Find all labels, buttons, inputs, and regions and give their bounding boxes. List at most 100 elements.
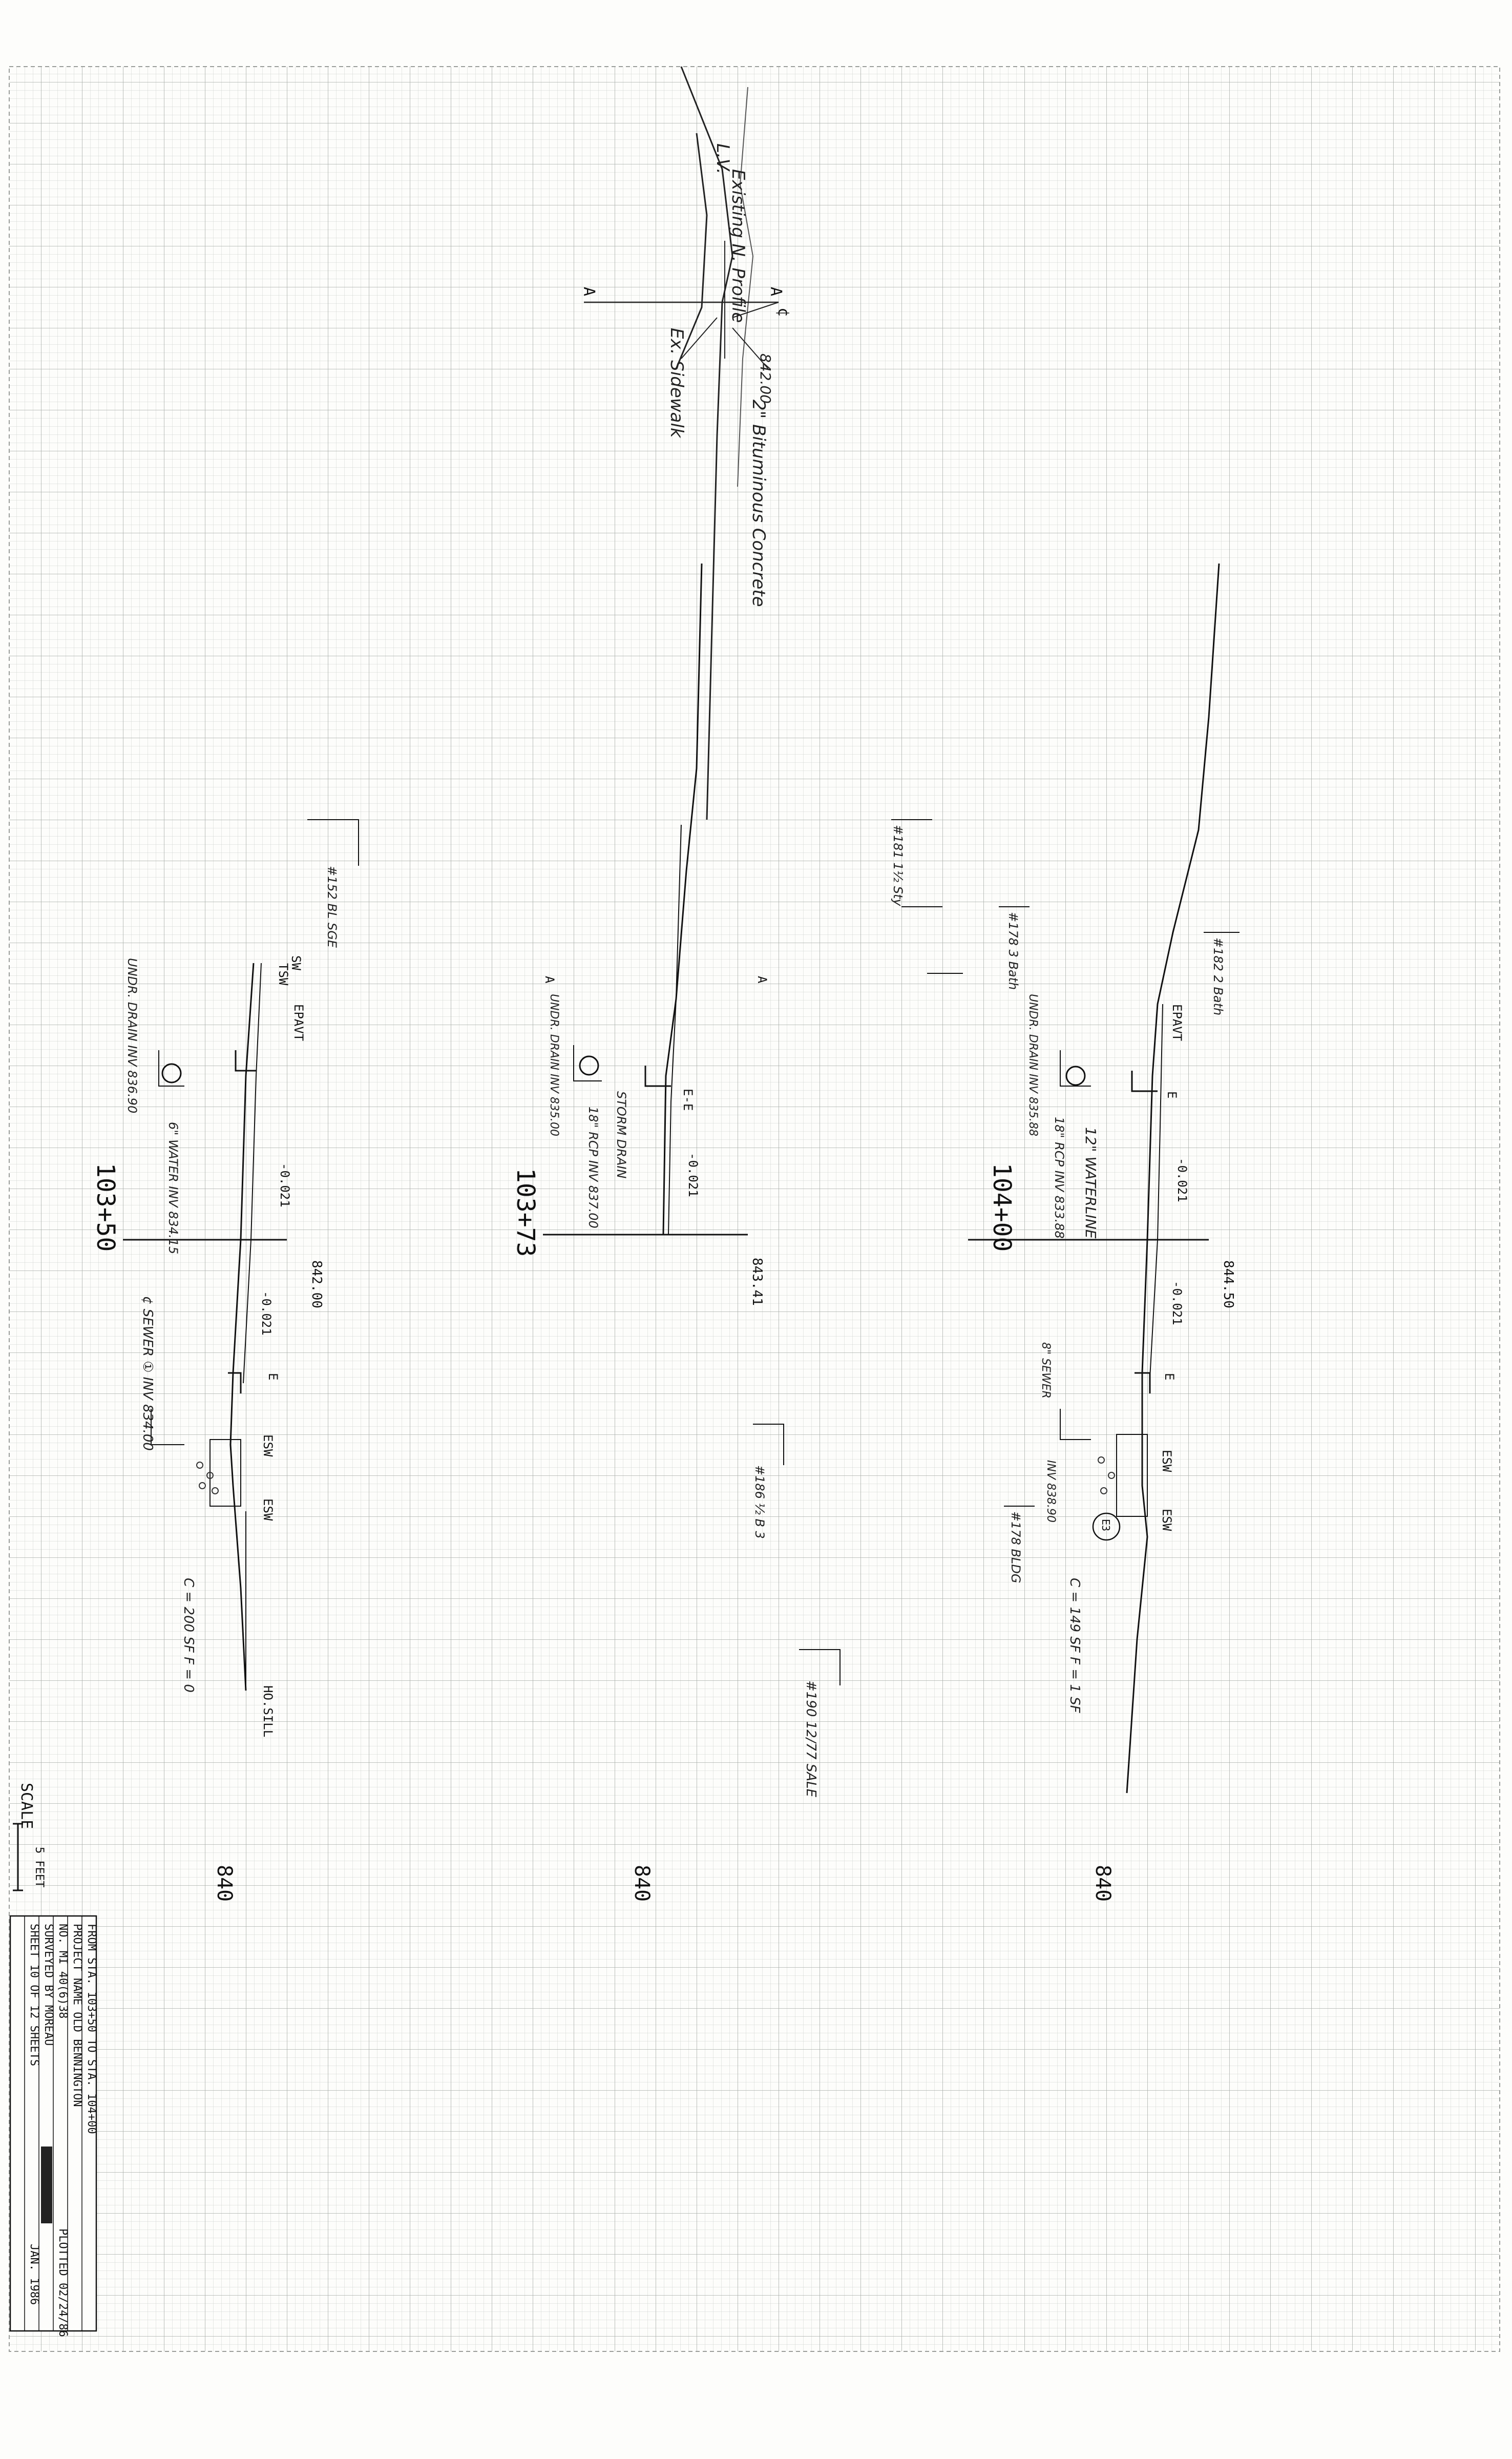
esw-label-2-103-50: ESW	[261, 1498, 275, 1521]
station-label-103-73: 103+73	[511, 1168, 540, 1257]
section-104-00: E3 104+00 844.50 -0.021 -0.021 840 EPAVT…	[901, 563, 1240, 1902]
profile-label-a1: A	[580, 287, 598, 296]
underdrain-note-103-73: UNDR. DRAIN INV 835.00	[548, 994, 560, 1136]
curb-right-103-50	[228, 1372, 242, 1393]
profile-label-cl: ¢	[774, 307, 792, 317]
e-label-103-50: E	[266, 1373, 280, 1380]
profile-existing-line	[737, 87, 754, 487]
center-elev-104-00: 844.50	[1221, 1260, 1236, 1308]
center-elev-103-50: 842.00	[309, 1260, 324, 1308]
title-sheet: SHEET 10 OF 12 SHEETS	[28, 1924, 40, 2066]
building-marker-103-73-c	[753, 1424, 784, 1465]
stone-marks-103-50	[196, 1462, 219, 1494]
profile-existing-label: Existing N. Profile	[728, 169, 748, 323]
profile-arrow-1	[732, 302, 779, 318]
title-surveyed: SURVEYED BY MOREAU	[42, 1924, 55, 2046]
pipe-note-104-00: 18" RCP INV 833.88	[1052, 1117, 1066, 1239]
title-project-name: PROJECT NAME OLD BENNINGTON	[71, 1924, 83, 2107]
circle-label-104-00: E3	[1100, 1519, 1112, 1531]
section-103-50: 103+50 842.00 -0.021 -0.021 840 EPAVT E …	[91, 819, 359, 1902]
water-note-104-00: 12" WATERLINE	[1082, 1127, 1099, 1239]
sewer-note-104-00: 8" SEWER	[1039, 1342, 1052, 1399]
profile-arrow-3	[681, 317, 718, 359]
sewer-note-103-50: ¢ SEWER ① INV 834.00	[140, 1296, 155, 1451]
title-project-no: NO. MI 40(6)38	[56, 1924, 69, 2018]
profile-arrow-2	[732, 327, 769, 369]
sewer-box-103-50	[151, 1409, 184, 1445]
center-elev-103-73: 843.41	[749, 1258, 765, 1306]
section-103-73: 103+73 843.41 -0.021 840 E-E A A UNDR. D…	[511, 563, 963, 1902]
esw-label-2-104-00: ESW	[1160, 1509, 1174, 1531]
sewer-box-104-00	[1060, 1409, 1091, 1440]
ground-line-103-73	[662, 563, 703, 1235]
e-label-2-104-00: E	[1162, 1373, 1177, 1380]
sw-label-103-50: SW	[289, 955, 303, 970]
pavement-line-103-73	[668, 824, 682, 1235]
grid-elev-103-73: 840	[630, 1865, 654, 1902]
underdrain-box-103-50	[158, 1050, 184, 1087]
pavement-line-104-00	[1149, 1004, 1163, 1379]
pavement-line-103-50	[243, 963, 262, 1384]
pipe-circle-104-00	[1065, 1066, 1086, 1086]
ground-line-104-00	[1126, 563, 1220, 1794]
title-from-sta: FROM STA. 103+50 TO STA. 104+00	[85, 1924, 98, 2134]
epavt-label-104-00: EPAVT	[1170, 1004, 1184, 1041]
profile-label-a2: A	[767, 287, 785, 296]
underdrain-box-103-73	[573, 1045, 602, 1081]
pipe-circle-103-73	[579, 1055, 599, 1076]
station-label-104-00: 104+00	[988, 1163, 1016, 1252]
slope-left-104-00: -0.021	[1175, 1158, 1189, 1202]
ground-line-103-50	[229, 963, 255, 1691]
bldg-note-2-103-73: #186 ½ B 3	[752, 1465, 767, 1539]
grid-elev-103-50: 840	[213, 1865, 236, 1902]
profile-sketch	[584, 66, 779, 820]
profile-bituminous-label: 2" Bituminous Concrete	[748, 400, 769, 607]
bldg-note-3-103-73: #190 12/77 SALE	[803, 1680, 818, 1798]
epavt-label-103-50: EPAVT	[291, 1004, 306, 1041]
a-label-2-103-73: A	[755, 976, 769, 984]
e-label-1-104-00: E	[1165, 1091, 1179, 1098]
storm-note-103-73: STORM DRAIN	[614, 1091, 628, 1178]
curb-left-103-50	[235, 1050, 256, 1072]
slope-right-103-50: -0.021	[259, 1291, 274, 1336]
slope-left-103-50: -0.021	[278, 1163, 292, 1207]
underdrain-note-103-50: UNDR. DRAIN INV 836.90	[125, 958, 139, 1113]
grid-paper	[9, 67, 1500, 2351]
tsw-label-103-50: TSW	[276, 963, 290, 986]
stone-marks-104-00	[1098, 1456, 1115, 1494]
esw-label-1-103-50: ESW	[261, 1434, 275, 1457]
bldg-note-103-50: #152 BL SGE	[325, 866, 339, 948]
slope-left-103-73: -0.021	[686, 1153, 700, 1197]
building-marker-103-50	[307, 819, 359, 866]
profile-sidewalk-label: Ex. Sidewalk	[666, 328, 687, 439]
scale-label: SCALE	[17, 1783, 35, 1829]
bldg-note-1-103-73: #181 1½ Sty	[891, 825, 905, 906]
underdrain-note-104-00: UNDR. DRAIN INV 835.88	[1026, 994, 1039, 1136]
cf-note-103-50: C = 200 SF F = 0	[181, 1578, 196, 1693]
title-block	[9, 1915, 97, 2332]
esw-label-1-104-00: ESW	[1160, 1450, 1174, 1472]
pipe-circle-103-50	[161, 1063, 182, 1083]
scale-value: 5 FEET	[33, 1847, 46, 1887]
profile-station-label: 842.00	[757, 353, 774, 404]
circle-marker-104-00	[1092, 1512, 1121, 1541]
inv-note-104-00: INV 838.90	[1044, 1460, 1057, 1523]
grid-elev-104-00: 840	[1091, 1865, 1115, 1902]
profile-line-upper	[680, 66, 733, 820]
water-note-103-73: 18" RCP INV 837.00	[586, 1107, 600, 1228]
slope-right-104-00: -0.021	[1170, 1281, 1184, 1325]
building-marker-103-73-d	[799, 1649, 841, 1685]
underdrain-box-104-00	[1060, 1050, 1091, 1087]
profile-label-lv: L.V.	[712, 143, 733, 174]
sill-label-103-50: HO.SILL	[261, 1685, 275, 1737]
curb-left-104-00	[1131, 1071, 1158, 1092]
bldg-note-2-104-00: #178 3 Bath	[1006, 912, 1020, 990]
sidewalk-block-104-00	[1116, 1434, 1148, 1517]
curb-103-73	[644, 1066, 671, 1087]
scale-bar	[13, 1823, 23, 1891]
cf-note-104-00: C = 149 SF F = 1 SF	[1067, 1578, 1082, 1714]
profile-line-lower	[675, 133, 708, 369]
title-date: JAN. 1986	[28, 2244, 40, 2305]
curb-right-104-00	[1135, 1372, 1151, 1393]
